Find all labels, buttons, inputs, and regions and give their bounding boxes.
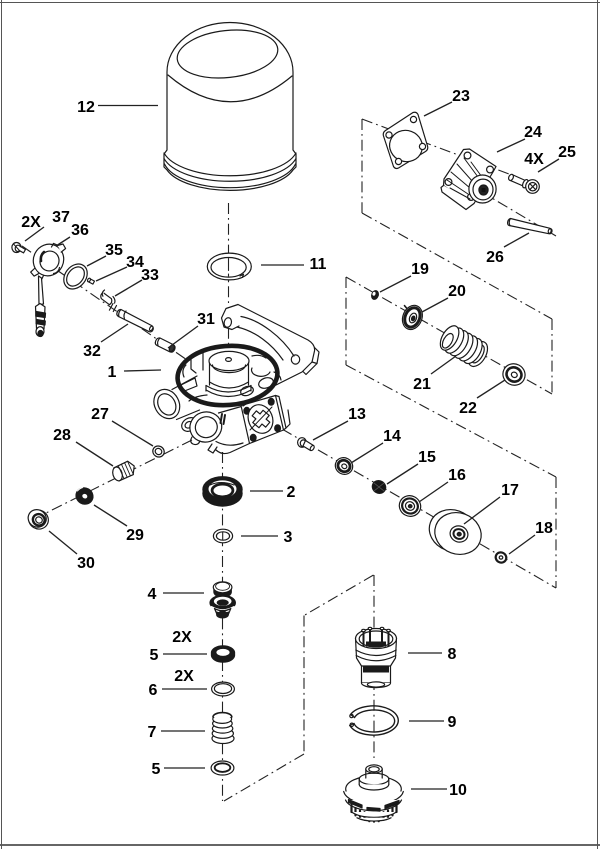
svg-text:15: 15 (418, 449, 436, 466)
svg-text:11: 11 (310, 256, 327, 273)
svg-text:25: 25 (558, 144, 576, 161)
svg-text:20: 20 (448, 283, 466, 300)
svg-text:27: 27 (91, 406, 109, 423)
svg-text:24: 24 (524, 124, 542, 141)
svg-text:36: 36 (71, 222, 89, 239)
svg-text:26: 26 (486, 249, 504, 266)
svg-text:22: 22 (459, 400, 477, 417)
svg-text:35: 35 (105, 242, 123, 259)
svg-text:9: 9 (448, 714, 457, 731)
svg-text:17: 17 (501, 482, 519, 499)
svg-text:19: 19 (411, 261, 429, 278)
svg-text:10: 10 (449, 782, 467, 799)
svg-text:6: 6 (149, 682, 158, 699)
svg-text:8: 8 (448, 646, 457, 663)
svg-text:7: 7 (148, 724, 157, 741)
svg-text:2X: 2X (21, 214, 41, 231)
svg-text:32: 32 (83, 343, 101, 360)
svg-text:21: 21 (413, 376, 431, 393)
svg-text:29: 29 (126, 527, 144, 544)
svg-text:23: 23 (452, 88, 470, 105)
svg-text:28: 28 (53, 427, 71, 444)
svg-text:30: 30 (77, 555, 95, 572)
svg-text:2X: 2X (172, 629, 192, 646)
svg-text:5: 5 (152, 761, 161, 778)
svg-text:4X: 4X (524, 151, 544, 168)
svg-text:1: 1 (108, 364, 117, 381)
svg-text:5: 5 (150, 647, 159, 664)
svg-text:34: 34 (126, 254, 144, 271)
svg-text:2: 2 (287, 484, 296, 501)
svg-text:4: 4 (148, 586, 157, 603)
svg-text:2X: 2X (174, 668, 194, 685)
svg-text:12: 12 (77, 99, 95, 116)
svg-text:16: 16 (448, 467, 466, 484)
svg-text:31: 31 (197, 311, 215, 328)
svg-text:3: 3 (284, 529, 293, 546)
svg-text:18: 18 (535, 520, 553, 537)
svg-text:14: 14 (383, 428, 401, 445)
svg-text:13: 13 (348, 406, 366, 423)
svg-text:33: 33 (141, 267, 159, 284)
svg-text:37: 37 (52, 209, 70, 226)
